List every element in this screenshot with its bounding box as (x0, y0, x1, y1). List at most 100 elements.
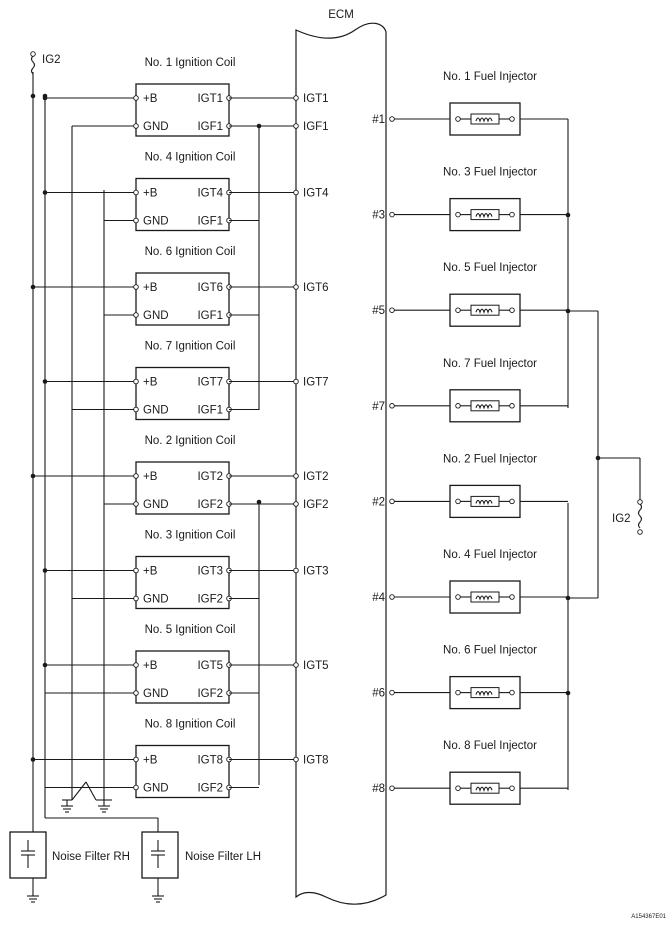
coil-pin-igf: IGF2 (197, 783, 223, 795)
coil-pin-gnd: GND (143, 121, 169, 133)
coil-pin-gnd: GND (143, 783, 169, 795)
noise-filter-lh-label: Noise Filter LH (185, 851, 261, 863)
ignition-coil-box (135, 650, 230, 704)
coil-pin-igt: IGT2 (197, 471, 223, 483)
ig2-top-label: IG2 (42, 54, 61, 66)
ecm-igt-terminal: IGT3 (303, 566, 329, 578)
ecm-injector-terminal: #2 (372, 496, 385, 508)
ecm-injector-terminal: #1 (372, 114, 385, 126)
fuel-injector-1: No. 1 Fuel Injector #1 (372, 71, 568, 136)
ecm-injector-terminal: #3 (372, 210, 385, 222)
coil-pin-igt: IGT8 (197, 755, 223, 767)
ignition-coil-title: No. 5 Ignition Coil (145, 624, 236, 636)
noise-filter-rh: Noise Filter RH (9, 831, 130, 879)
coil-pin-b: +B (143, 93, 158, 105)
ignition-coils: No. 1 Ignition Coil+BGNDIGT1IGF1IGT1IGF1… (30, 57, 329, 799)
coil-pin-igf: IGF1 (197, 216, 223, 228)
fuel-injector-5: No. 2 Fuel Injector #2 (372, 453, 568, 519)
ignition-coil-title: No. 8 Ignition Coil (145, 719, 236, 731)
ecm-body (295, 22, 387, 905)
ignition-coil-title: No. 3 Ignition Coil (145, 530, 236, 542)
fuel-injector-3: No. 5 Fuel Injector#5 (372, 262, 568, 327)
ignition-coil-box (135, 461, 230, 515)
coil-pin-b: +B (143, 660, 158, 672)
ecm-injector-terminal: #6 (372, 688, 385, 700)
fuel-injector-title: No. 7 Fuel Injector (443, 358, 537, 370)
figure-id: A154367E01 (631, 914, 666, 920)
ecm-igt-terminal: IGT8 (303, 755, 329, 767)
fuel-injector-4: No. 7 Fuel Injector #7 (372, 358, 568, 423)
coil-pin-b: +B (143, 566, 158, 578)
fuel-injector-title: No. 3 Fuel Injector (443, 167, 537, 179)
coil-pin-igf: IGF2 (197, 499, 223, 511)
coil-pin-gnd: GND (143, 310, 169, 322)
ignition-coil-box (135, 366, 230, 421)
coil-pin-b: +B (143, 471, 158, 483)
coil-pin-igf: IGF1 (197, 405, 223, 417)
coil-pin-b: +B (143, 755, 158, 767)
coil-pin-igt: IGT6 (197, 282, 223, 294)
coil-pin-gnd: GND (143, 688, 169, 700)
ignition-coil-title: No. 1 Ignition Coil (145, 57, 236, 69)
coil-pin-gnd: GND (143, 594, 169, 606)
ignition-coil-title: No. 7 Ignition Coil (145, 341, 236, 353)
coil-pin-gnd: GND (143, 499, 169, 511)
ignition-coil-box (135, 744, 230, 799)
coil-pin-b: +B (143, 377, 158, 389)
ecm-igt-terminal: IGT2 (303, 471, 329, 483)
fuel-injector-2: No. 3 Fuel Injector #3 (372, 167, 568, 232)
ecm-igt-terminal: IGT7 (303, 377, 329, 389)
coil-pin-b: +B (143, 282, 158, 294)
fuel-injectors: No. 1 Fuel Injector #1No. 3 Fuel Injector… (372, 71, 568, 805)
ignition-coil-title: No. 2 Ignition Coil (145, 435, 236, 447)
fuel-injector-title: No. 6 Fuel Injector (443, 645, 537, 657)
ignition-coil-box (135, 177, 230, 232)
fuel-injector-title: No. 8 Fuel Injector (443, 740, 537, 752)
ig2-right-label: IG2 (612, 513, 631, 525)
ecm-injector-terminal: #4 (372, 592, 385, 604)
fuel-injector-7: No. 6 Fuel Injector #6 (372, 645, 568, 710)
coil-pin-igt: IGT3 (197, 566, 223, 578)
ignition-coil-title: No. 6 Ignition Coil (145, 246, 236, 258)
ecm-injector-terminal: #8 (372, 783, 385, 795)
fuel-injector-6: No. 4 Fuel Injector #4 (372, 549, 568, 614)
coil-pin-gnd: GND (143, 405, 169, 417)
ignition-coil-title: No. 4 Ignition Coil (145, 152, 236, 164)
ecm-igt-terminal: IGT6 (303, 282, 329, 294)
fuel-injector-8: No. 8 Fuel Injector #8 (372, 740, 568, 805)
ecm-injector-terminal: #7 (372, 401, 385, 413)
coil-pin-gnd: GND (143, 216, 169, 228)
coil-pin-igt: IGT4 (197, 188, 223, 200)
static-wiring (26, 51, 643, 903)
coil-pin-igt: IGT7 (197, 377, 223, 389)
ignition-coil-box (135, 272, 230, 326)
ecm-igf-terminal: IGF2 (303, 499, 329, 511)
ecm-title: ECM (328, 9, 354, 21)
ecm-igt-terminal: IGT4 (303, 188, 329, 200)
fuel-injector-title: No. 2 Fuel Injector (443, 453, 537, 465)
coil-pin-b: +B (143, 188, 158, 200)
ecm-igt-terminal: IGT5 (303, 660, 329, 672)
ignition-coil-box (135, 83, 230, 137)
fuel-injector-title: No. 1 Fuel Injector (443, 71, 537, 83)
noise-filter-lh: Noise Filter LH (141, 831, 261, 879)
coil-pin-igf: IGF2 (197, 594, 223, 606)
coil-pin-igt: IGT5 (197, 660, 223, 672)
ecm-igf-terminal: IGF1 (303, 121, 329, 133)
coil-pin-igt: IGT1 (197, 93, 223, 105)
coil-pin-igf: IGF1 (197, 310, 223, 322)
coil-pin-igf: IGF2 (197, 688, 223, 700)
fuel-injector-title: No. 5 Fuel Injector (443, 262, 537, 274)
noise-filter-rh-label: Noise Filter RH (52, 851, 130, 863)
fuel-injector-title: No. 4 Fuel Injector (443, 549, 537, 561)
ignition-coil-box (135, 555, 230, 610)
